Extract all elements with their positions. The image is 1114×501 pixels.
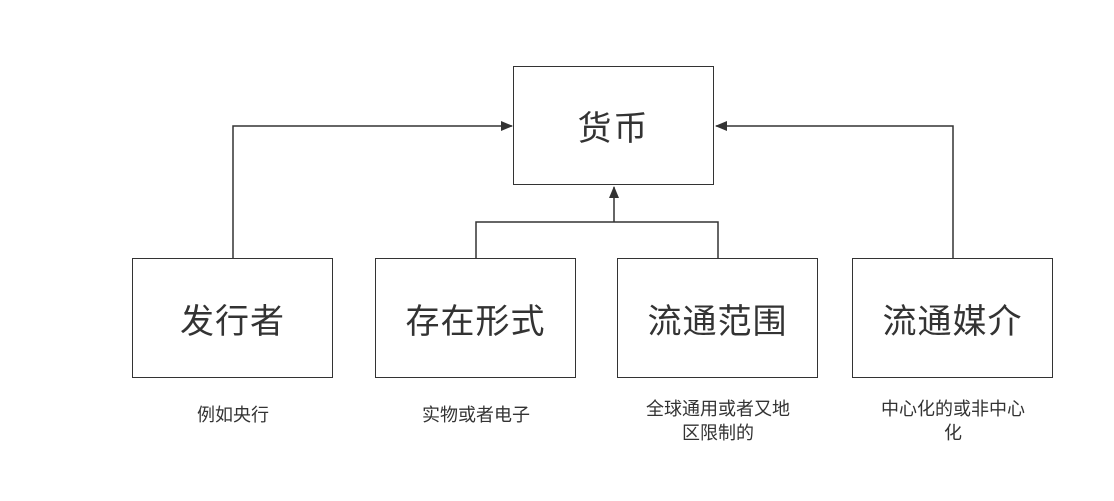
child-node-label: 发行者 bbox=[180, 301, 285, 342]
child-node-form: 存在形式 bbox=[375, 258, 576, 378]
child-node-label: 存在形式 bbox=[405, 301, 546, 342]
child-node-label: 流通范围 bbox=[647, 301, 788, 342]
connector-form-branch bbox=[475, 221, 719, 259]
caption-medium: 中心化的或非中心 化 bbox=[881, 399, 1025, 444]
root-node-label: 货币 bbox=[577, 109, 650, 149]
child-node-scope: 流通范围 bbox=[617, 258, 818, 378]
child-node-medium: 流通媒介 bbox=[852, 258, 1053, 378]
root-node-money: 货币 bbox=[513, 66, 714, 185]
child-node-issuer: 发行者 bbox=[132, 258, 333, 378]
caption-issuer: 例如央行 bbox=[197, 405, 269, 426]
caption-scope: 全球通用或者又地 区限制的 bbox=[646, 399, 790, 444]
caption-form: 实物或者电子 bbox=[422, 405, 530, 426]
child-node-label: 流通媒介 bbox=[882, 301, 1023, 342]
connector-issuer-to-money bbox=[232, 121, 513, 259]
connector-medium-to-money bbox=[715, 121, 954, 259]
